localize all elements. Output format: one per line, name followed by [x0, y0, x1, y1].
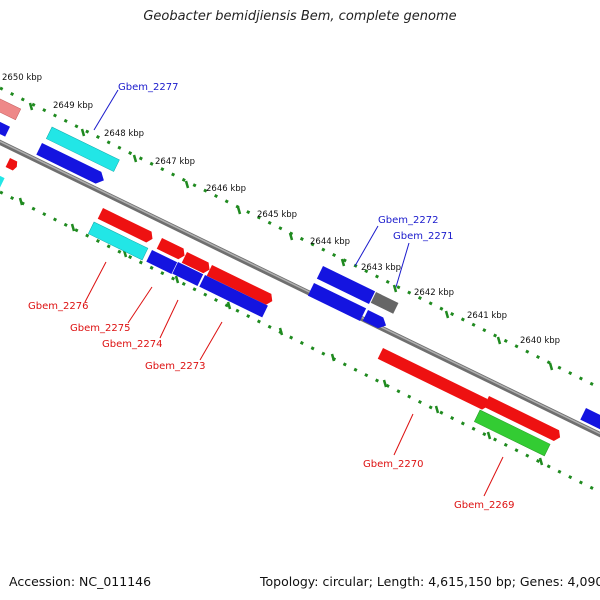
- gene-green-2269[interactable]: [473, 409, 551, 457]
- kbp-label: 2649 kbp: [53, 101, 93, 111]
- gene-pink[interactable]: [0, 94, 22, 121]
- gene-blue-arrow-2277[interactable]: [36, 143, 106, 186]
- gene-label-gbem-2273[interactable]: Gbem_2273: [145, 361, 205, 372]
- gene-red-small[interactable]: [5, 158, 19, 171]
- gene-label-gbem-2277[interactable]: Gbem_2277: [118, 82, 178, 93]
- gene-label-gbem-2274[interactable]: Gbem_2274: [102, 339, 162, 350]
- gene-blue-2275[interactable]: [146, 250, 178, 274]
- kbp-label: 2641 kbp: [467, 311, 507, 321]
- gene-label-gbem-2275[interactable]: Gbem_2275: [70, 323, 130, 334]
- gene-blue-2271[interactable]: [362, 310, 389, 331]
- genome-summary-text: Topology: circular; Length: 4,615,150 bp…: [260, 574, 600, 589]
- gene-label-gbem-2271[interactable]: Gbem_2271: [393, 231, 453, 242]
- gene-red-2275[interactable]: [156, 238, 187, 261]
- genome-backbone-highlight: [0, 140, 600, 435]
- genome-backbone: [0, 139, 600, 438]
- accession-text: Accession: NC_011146: [9, 574, 152, 589]
- kbp-label: 2648 kbp: [104, 129, 144, 139]
- gene-red-2274[interactable]: [181, 252, 212, 275]
- gene-red-2276[interactable]: [97, 208, 155, 244]
- kbp-label: 2646 kbp: [206, 184, 246, 194]
- gene-label-gbem-2272[interactable]: Gbem_2272: [378, 215, 438, 226]
- gene-red-2270b[interactable]: [483, 396, 563, 443]
- kbp-label: 2640 kbp: [520, 336, 560, 346]
- scale-ring-outer: [0, 86, 600, 390]
- scale-labels: 2650 kbp 2649 kbp 2648 kbp 2647 kbp 2646…: [2, 73, 560, 346]
- gene-cyan-2276[interactable]: [87, 221, 149, 261]
- gene-blue-right-edge[interactable]: [580, 408, 600, 430]
- gene-blue-2272-upper[interactable]: [316, 266, 376, 305]
- kbp-label: 2647 kbp: [155, 157, 195, 167]
- gene-blue-2274[interactable]: [172, 262, 204, 286]
- gene-labels: Gbem_2277 Gbem_2272 Gbem_2271 Gbem_2276 …: [28, 82, 514, 511]
- scale-ticks: [18, 102, 554, 466]
- gene-red-2273[interactable]: [206, 265, 275, 306]
- gene-cyan-2277[interactable]: [45, 126, 120, 172]
- kbp-label: 2650 kbp: [2, 73, 42, 83]
- kbp-label: 2644 kbp: [310, 237, 350, 247]
- kbp-label: 2643 kbp: [361, 263, 401, 273]
- gene-blue-2273[interactable]: [199, 275, 268, 318]
- gene-cyan-edge[interactable]: [0, 172, 5, 189]
- gene-label-gbem-2269[interactable]: Gbem_2269: [454, 500, 514, 511]
- gene-gray-2271[interactable]: [370, 292, 399, 314]
- gene-features: [0, 94, 600, 457]
- kbp-label: 2645 kbp: [257, 210, 297, 220]
- gene-red-2270[interactable]: [377, 348, 491, 411]
- map-title: Geobacter bemidjiensis Bem, complete gen…: [143, 9, 457, 24]
- scale-ring-inner: [0, 190, 600, 494]
- gene-label-gbem-2276[interactable]: Gbem_2276: [28, 301, 88, 312]
- gene-blue-2272-lower[interactable]: [307, 283, 367, 322]
- callout-lines: [84, 89, 504, 497]
- gene-blue-edge[interactable]: [0, 118, 10, 137]
- gene-label-gbem-2270[interactable]: Gbem_2270: [363, 459, 423, 470]
- kbp-label: 2642 kbp: [414, 288, 454, 298]
